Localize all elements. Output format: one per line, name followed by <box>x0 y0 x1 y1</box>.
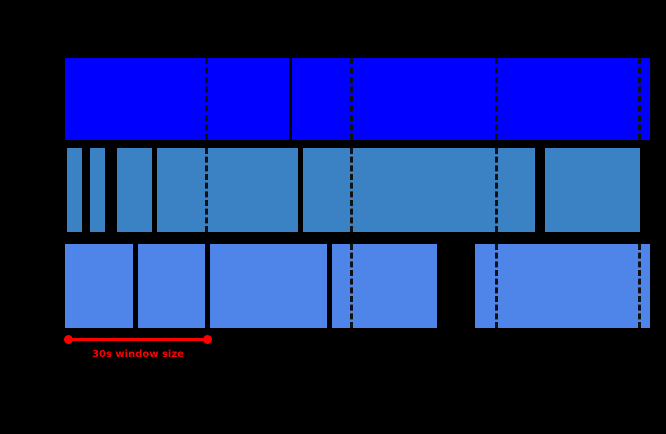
timeline-bar[interactable] <box>332 244 437 328</box>
timeline-bar[interactable] <box>65 244 133 328</box>
timeline-bar[interactable] <box>475 244 650 328</box>
timeline-bar[interactable] <box>67 148 82 232</box>
timeline-bar[interactable] <box>545 148 640 232</box>
timeline-bar[interactable] <box>65 58 289 140</box>
window-size-start-dot <box>64 335 73 344</box>
window-size-measure-line <box>68 338 207 341</box>
timeline-bar[interactable] <box>210 244 327 328</box>
window-size-end-dot <box>203 335 212 344</box>
window-size-label: 30s window size <box>92 349 184 360</box>
timeline-bar[interactable] <box>157 148 298 232</box>
timeline-bar[interactable] <box>90 148 105 232</box>
timeline-bar[interactable] <box>117 148 152 232</box>
timeline-bar[interactable] <box>138 244 205 328</box>
